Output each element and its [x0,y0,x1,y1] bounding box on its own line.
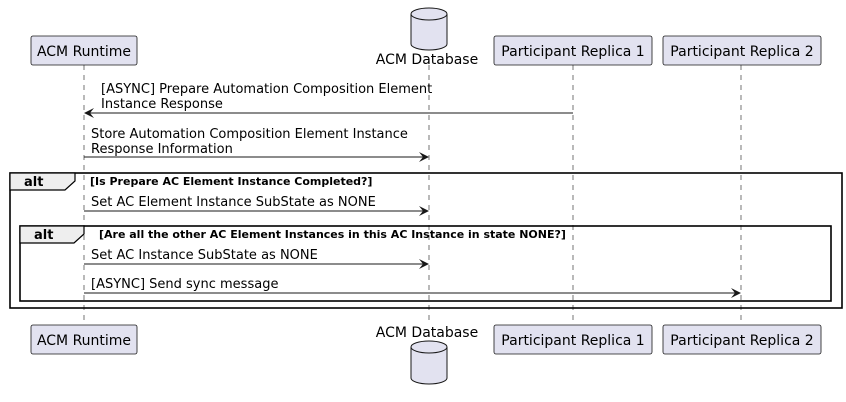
message-2-line2: Response Information [91,142,233,157]
acm-runtime-label-bottom: ACM Runtime [37,333,131,349]
message-1-line1: [ASYNC] Prepare Automation Composition E… [101,82,432,97]
replica1-label: Participant Replica 1 [501,44,644,60]
database-icon [410,14,448,51]
message-5-label: [ASYNC] Send sync message [91,277,278,292]
inner-alt-fragment: alt [Are all the other AC Element Instan… [19,225,832,302]
message-2-line1: Store Automation Composition Element Ins… [91,127,408,142]
acm-database-bottom: ACM Database [376,325,478,385]
replica1-bottom: Participant Replica 1 [493,324,653,355]
outer-alt-fragment: alt [Is Prepare AC Element Instance Comp… [9,172,843,309]
acm-runtime-label: ACM Runtime [37,44,131,60]
message-4-label: Set AC Instance SubState as NONE [91,248,318,263]
replica2-label-bottom: Participant Replica 2 [670,333,813,349]
replica2-top: Participant Replica 2 [662,35,822,66]
replica2-bottom: Participant Replica 2 [662,324,822,355]
replica2-label: Participant Replica 2 [670,44,813,60]
inner-alt-keyword: alt [34,228,53,243]
outer-alt-guard: [Is Prepare AC Element Instance Complete… [90,175,372,188]
replica1-top: Participant Replica 1 [493,35,653,66]
outer-alt-keyword: alt [24,175,43,190]
message-1-line2: Instance Response [101,97,223,112]
message-3-label: Set AC Element Instance SubState as NONE [91,195,376,210]
replica1-label-bottom: Participant Replica 1 [501,333,644,349]
acm-database-top: ACM Database [376,7,478,68]
acm-database-label-bottom: ACM Database [376,325,478,341]
inner-alt-guard: [Are all the other AC Element Instances … [99,228,566,241]
acm-runtime-top: ACM Runtime [30,35,138,66]
database-icon-bottom [410,347,448,385]
acm-runtime-bottom: ACM Runtime [30,324,138,355]
acm-database-label: ACM Database [376,52,478,68]
